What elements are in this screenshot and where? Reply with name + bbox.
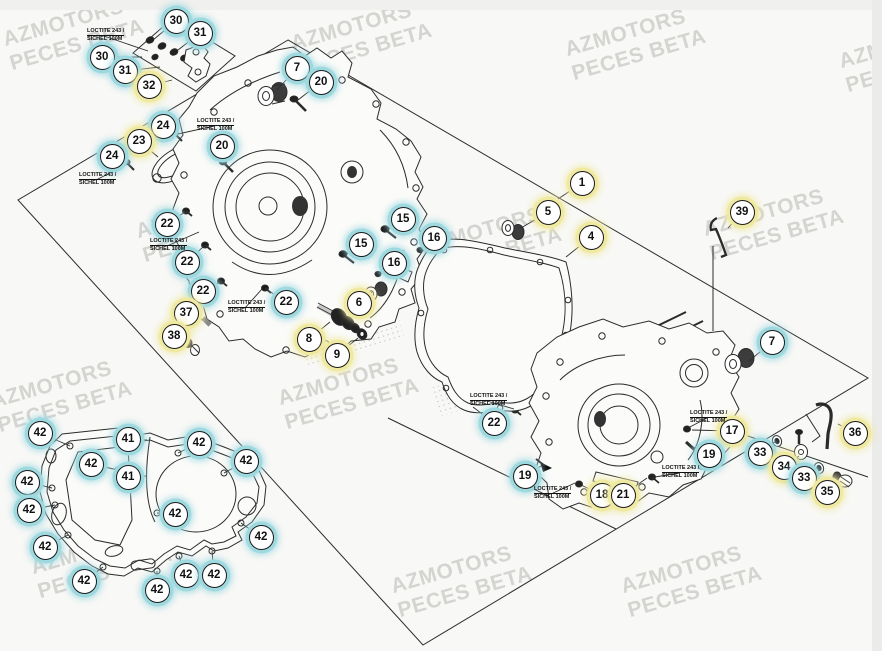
callout-18: 18 <box>589 482 615 508</box>
loctite-note: LOCTITE 243 /SICHEL 100M <box>534 486 572 500</box>
callout-42: 42 <box>78 451 104 477</box>
callout-42: 42 <box>16 497 42 523</box>
loctite-note: LOCTITE 243 /SICHEL 100M <box>150 238 188 252</box>
bolt-20-left <box>218 158 234 173</box>
callout-42: 42 <box>14 469 40 495</box>
callout-19: 19 <box>696 442 722 468</box>
callout-20: 20 <box>209 133 235 159</box>
page-edge-right <box>872 0 882 651</box>
page-edge-top <box>0 0 882 10</box>
callout-35: 35 <box>814 479 840 505</box>
callout-37: 37 <box>173 300 199 326</box>
callout-38: 38 <box>161 323 187 349</box>
bolt-20-top <box>289 95 307 112</box>
callout-15: 15 <box>390 206 416 232</box>
callout-17: 17 <box>719 418 745 444</box>
callout-5: 5 <box>535 199 561 225</box>
callout-9: 9 <box>324 342 350 368</box>
callout-32: 32 <box>136 73 162 99</box>
bracket-rod-39 <box>709 216 728 259</box>
callout-22: 22 <box>154 211 180 237</box>
callout-15: 15 <box>348 231 374 257</box>
callout-16: 16 <box>421 225 447 251</box>
callout-21: 21 <box>610 482 636 508</box>
loctite-note: LOCTITE 243 /SICHEL 100M <box>79 172 117 186</box>
bushing-5 <box>501 220 525 240</box>
callout-42: 42 <box>201 562 227 588</box>
callout-8: 8 <box>296 326 322 352</box>
callout-7: 7 <box>759 329 785 355</box>
callout-42: 42 <box>233 448 259 474</box>
callout-42: 42 <box>162 501 188 527</box>
callout-41: 41 <box>115 464 141 490</box>
pin-37-bolt-38 <box>183 316 212 356</box>
callout-4: 4 <box>578 224 604 250</box>
callout-42: 42 <box>71 568 97 594</box>
callout-39: 39 <box>729 199 755 225</box>
callout-19: 19 <box>512 463 538 489</box>
callout-7: 7 <box>284 55 310 81</box>
callout-31: 31 <box>112 58 138 84</box>
callout-41: 41 <box>115 426 141 452</box>
loctite-note: LOCTITE 243 /SICHEL 100M <box>228 300 266 314</box>
bushing-7-top <box>257 82 288 106</box>
callout-22: 22 <box>174 249 200 275</box>
callout-42: 42 <box>32 534 58 560</box>
callout-30: 30 <box>89 44 115 70</box>
fasteners-right <box>535 425 698 488</box>
callout-6: 6 <box>346 290 372 316</box>
loctite-note: LOCTITE 243 /SICHEL 100M <box>197 118 235 132</box>
callout-42: 42 <box>27 420 53 446</box>
callout-22: 22 <box>190 278 216 304</box>
callout-22: 22 <box>481 410 507 436</box>
callout-33: 33 <box>791 465 817 491</box>
callout-1: 1 <box>569 170 595 196</box>
callout-20: 20 <box>308 69 334 95</box>
callout-42: 42 <box>186 430 212 456</box>
callout-36: 36 <box>842 420 868 446</box>
callout-16: 16 <box>381 250 407 276</box>
loctite-note: LOCTITE 243 /SICHEL 100M <box>87 28 125 42</box>
bushing-7-right <box>724 348 755 374</box>
callout-31: 31 <box>187 20 213 46</box>
bracket-and-bolts <box>145 36 211 83</box>
loctite-note: LOCTITE 243 /SICHEL 100M <box>662 465 700 479</box>
callout-42: 42 <box>248 524 274 550</box>
left-crankcase-half <box>170 46 428 358</box>
callout-42: 42 <box>144 577 170 603</box>
bushing-6 <box>364 281 388 302</box>
callout-33: 33 <box>747 440 773 466</box>
callout-30: 30 <box>163 8 189 34</box>
callout-23: 23 <box>126 128 152 154</box>
callout-22: 22 <box>273 289 299 315</box>
pump-shaft-8-washer-9 <box>316 302 368 340</box>
loctite-note: LOCTITE 243 /SICHEL 100M <box>690 410 728 424</box>
loctite-note: LOCTITE 243 /SICHEL 100M <box>470 393 508 407</box>
callout-42: 42 <box>173 562 199 588</box>
callout-24: 24 <box>99 143 125 169</box>
callout-24: 24 <box>150 113 176 139</box>
